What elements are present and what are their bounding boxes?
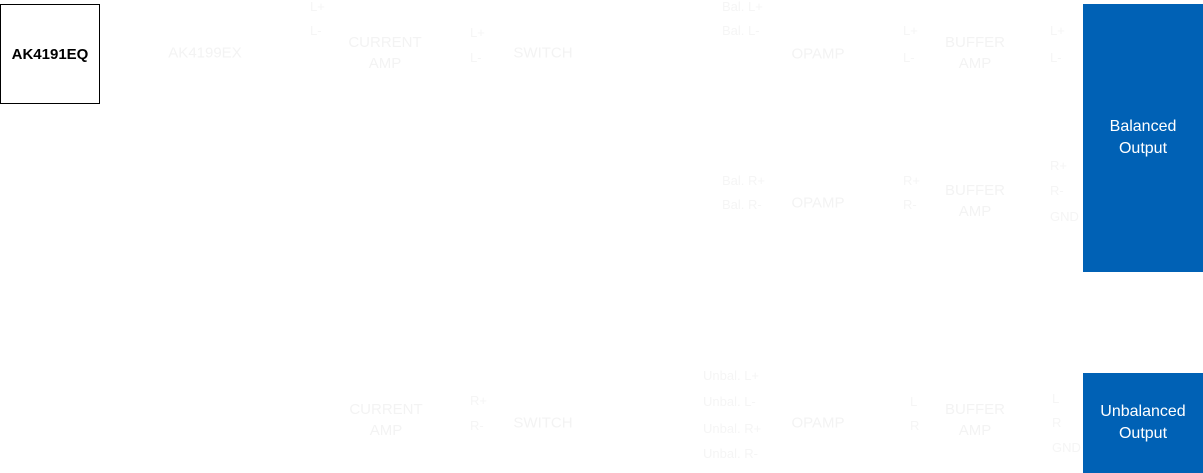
ak4191eq-chip: AK4191EQ xyxy=(0,4,100,104)
signal-label: Unbal. R+ xyxy=(703,421,762,436)
signal-label: L+ xyxy=(310,0,325,14)
signal-label: R+ xyxy=(1050,158,1067,173)
switch-bottom: SWITCH xyxy=(513,414,573,432)
opamp-unbal: OPAMP xyxy=(791,414,845,432)
signal-label: Unbal. R- xyxy=(703,446,758,461)
signal-label: L+ xyxy=(470,25,485,40)
signal-label: R+ xyxy=(903,173,920,188)
balanced-output-label: Balanced Output xyxy=(1109,118,1177,157)
opamp-l: OPAMP xyxy=(791,45,845,63)
opamp-r: OPAMP xyxy=(791,194,845,212)
signal-label: R- xyxy=(470,418,484,433)
signal-label: R+ xyxy=(470,393,487,408)
dac-block: AK4199EX xyxy=(168,44,242,62)
buffer-amp-r: BUFFER AMP xyxy=(945,182,1005,220)
signal-label: R xyxy=(1052,415,1062,430)
unbalanced-output-block: Unbalanced Output xyxy=(1083,373,1203,473)
signal-label: Bal. R+ xyxy=(722,173,765,188)
signal-label: GND xyxy=(1050,209,1079,224)
signal-label: L- xyxy=(470,50,482,65)
signal-label: Bal. R- xyxy=(722,197,762,212)
signal-label: R- xyxy=(1050,183,1064,198)
switch-top: SWITCH xyxy=(513,44,573,62)
balanced-output-block: Balanced Output xyxy=(1083,4,1203,272)
signal-label: L- xyxy=(310,23,322,38)
signal-label: L+ xyxy=(903,23,918,38)
signal-label: Bal. L+ xyxy=(722,0,763,14)
signal-label: L xyxy=(1052,391,1060,406)
signal-label: R xyxy=(910,418,920,433)
signal-label: L- xyxy=(1050,50,1062,65)
buffer-amp-l: BUFFER AMP xyxy=(945,34,1005,72)
signal-label: L+ xyxy=(1050,23,1065,38)
signal-label: L- xyxy=(903,50,915,65)
buffer-amp-unbal: BUFFER AMP xyxy=(945,401,1005,439)
signal-label: GND xyxy=(1052,440,1081,455)
signal-label: Bal. L- xyxy=(722,23,760,38)
current-amp-bottom: CURRENT AMP xyxy=(349,401,423,439)
signal-label: L xyxy=(910,394,918,409)
chip-label: AK4191EQ xyxy=(11,45,89,63)
signal-label: Unbal. L+ xyxy=(703,368,760,383)
current-amp-top: CURRENT AMP xyxy=(348,34,422,72)
unbalanced-output-label: Unbalanced Output xyxy=(1100,403,1186,442)
signal-label: Unbal. L- xyxy=(703,394,756,409)
signal-label: R- xyxy=(903,197,917,212)
